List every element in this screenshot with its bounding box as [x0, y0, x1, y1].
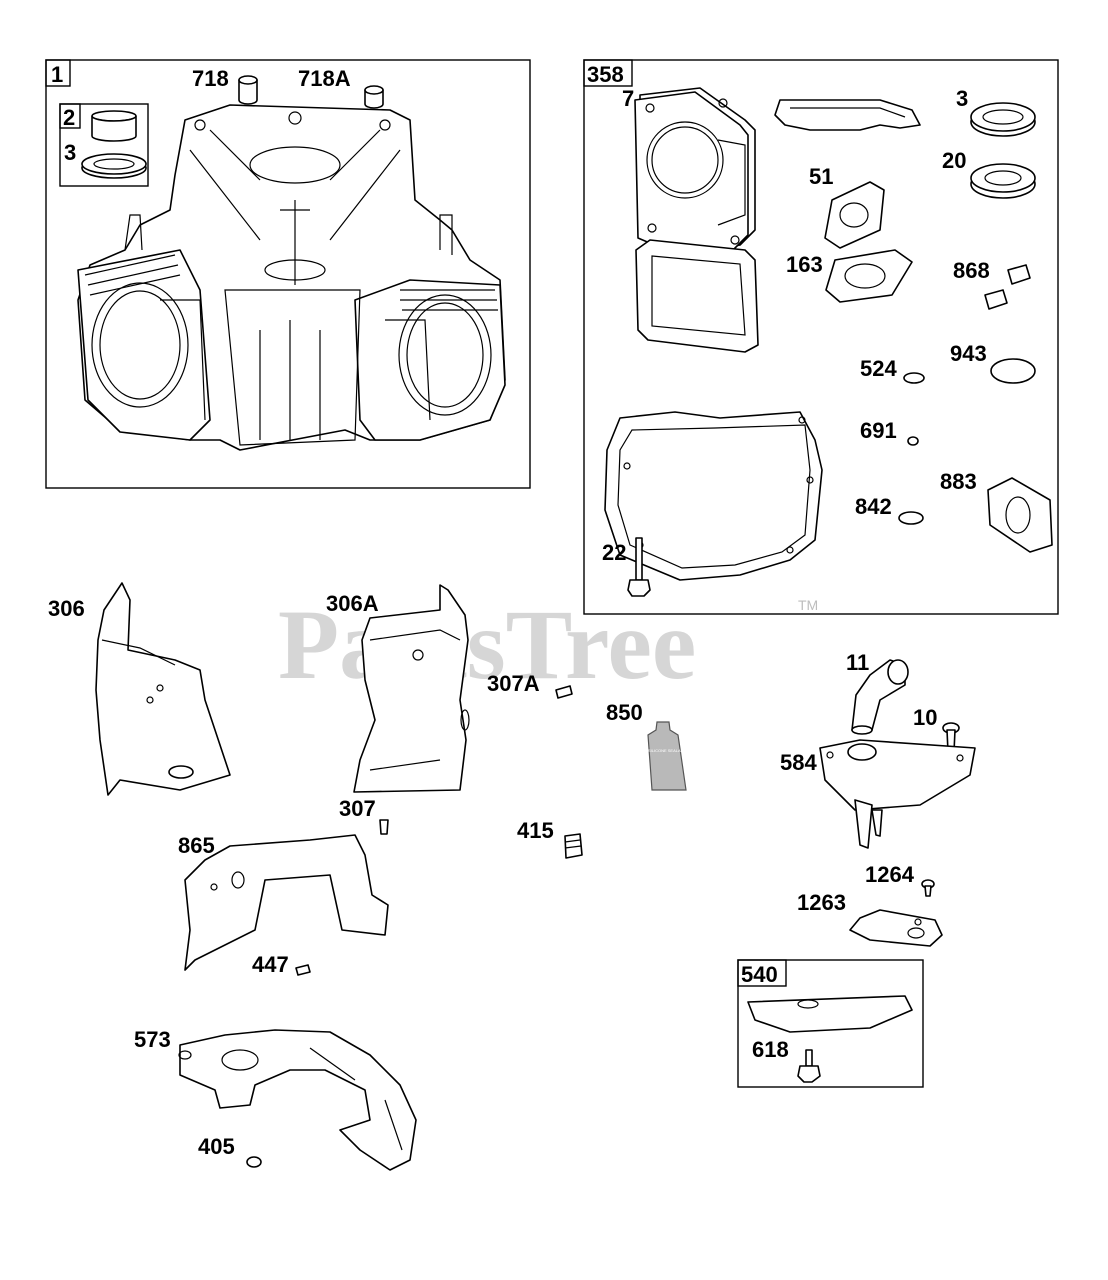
elbow-11-part — [851, 659, 909, 735]
group-540-tag — [737, 959, 787, 987]
plug-415-part — [564, 833, 583, 859]
label-842: 842 — [855, 494, 892, 519]
group-540-frame — [737, 959, 924, 1088]
label-447: 447 — [252, 952, 289, 977]
label-883: 883 — [940, 469, 977, 494]
group-2-frame — [59, 103, 149, 187]
gasket-883-part — [987, 477, 1053, 553]
label-718a: 718A — [298, 66, 351, 91]
label-868: 868 — [953, 258, 990, 283]
label-618: 618 — [752, 1037, 789, 1062]
valve-cover-gasket-part — [635, 239, 759, 353]
group-358-number: 358 — [587, 62, 624, 87]
label-307a: 307A — [487, 671, 540, 696]
label-850: 850 — [606, 700, 643, 725]
screw-307-part — [379, 819, 389, 835]
cylinder-block-part — [77, 104, 506, 451]
gasket-540-part — [747, 995, 913, 1033]
bushing-part — [91, 110, 137, 142]
bolt-22-part — [627, 537, 651, 597]
label-51: 51 — [809, 164, 833, 189]
head-gasket-part — [634, 87, 756, 259]
group-1-tag — [45, 59, 71, 87]
dowel-868-part — [984, 264, 1031, 310]
group-1-frame — [45, 59, 531, 489]
sealant-tube-part: SILICONE SEALANT — [647, 721, 687, 791]
screw-307a-part — [555, 685, 573, 699]
watermark-trademark: TM — [798, 597, 818, 613]
label-22: 22 — [602, 540, 626, 565]
label-524: 524 — [860, 356, 897, 381]
group-358-tag — [583, 59, 633, 87]
label-1263: 1263 — [797, 890, 846, 915]
o-ring-943 — [990, 358, 1036, 384]
label-7: 7 — [622, 86, 634, 111]
crankcase-gasket-part — [604, 411, 823, 581]
label-11: 11 — [846, 650, 869, 675]
label-3-seal: 3 — [64, 140, 76, 165]
baffle-573-part — [178, 1029, 417, 1171]
air-guide-306a-part — [353, 584, 470, 793]
bolt-618-part — [797, 1049, 821, 1083]
gasket-163-part — [825, 249, 913, 303]
o-ring-691 — [907, 436, 919, 446]
label-306a: 306A — [326, 591, 379, 616]
watermark: PartsTree — [278, 589, 696, 700]
screw-447-part — [295, 964, 311, 976]
dowel-pin-718a — [364, 85, 384, 109]
group-1-number: 1 — [51, 62, 63, 87]
oil-seal-part — [81, 153, 147, 179]
label-1264: 1264 — [865, 862, 915, 887]
seal-20-part — [970, 163, 1036, 199]
label-584: 584 — [780, 750, 817, 775]
plate-1263-part — [849, 909, 943, 947]
label-943: 943 — [950, 341, 987, 366]
screw-1264-part — [921, 879, 935, 897]
crankcase-breather-584-part — [819, 739, 976, 849]
label-718: 718 — [192, 66, 229, 91]
label-306: 306 — [48, 596, 85, 621]
seal-358-part — [970, 102, 1036, 137]
group-2-number: 2 — [63, 105, 75, 130]
label-307: 307 — [339, 796, 376, 821]
label-163: 163 — [786, 252, 823, 277]
label-415: 415 — [517, 818, 554, 843]
group-358-frame — [583, 59, 1059, 615]
label-573: 573 — [134, 1027, 171, 1052]
label-20: 20 — [942, 148, 966, 173]
dowel-pin-718 — [238, 75, 258, 105]
gasket-51-part — [824, 181, 885, 249]
breather-gasket-part — [774, 99, 921, 131]
label-3-seal-358: 3 — [956, 86, 968, 111]
label-405: 405 — [198, 1134, 235, 1159]
air-guide-306-part — [95, 582, 231, 796]
label-691: 691 — [860, 418, 897, 443]
label-10: 10 — [913, 705, 937, 730]
label-865: 865 — [178, 833, 215, 858]
group-2-tag — [59, 103, 81, 129]
screw-405-part — [246, 1156, 262, 1168]
o-ring-842 — [898, 511, 924, 525]
o-ring-524 — [903, 372, 925, 384]
sealant-tube-label: SILICONE SEALANT — [648, 748, 687, 753]
shield-865-part — [184, 834, 389, 971]
group-540-number: 540 — [741, 962, 778, 987]
